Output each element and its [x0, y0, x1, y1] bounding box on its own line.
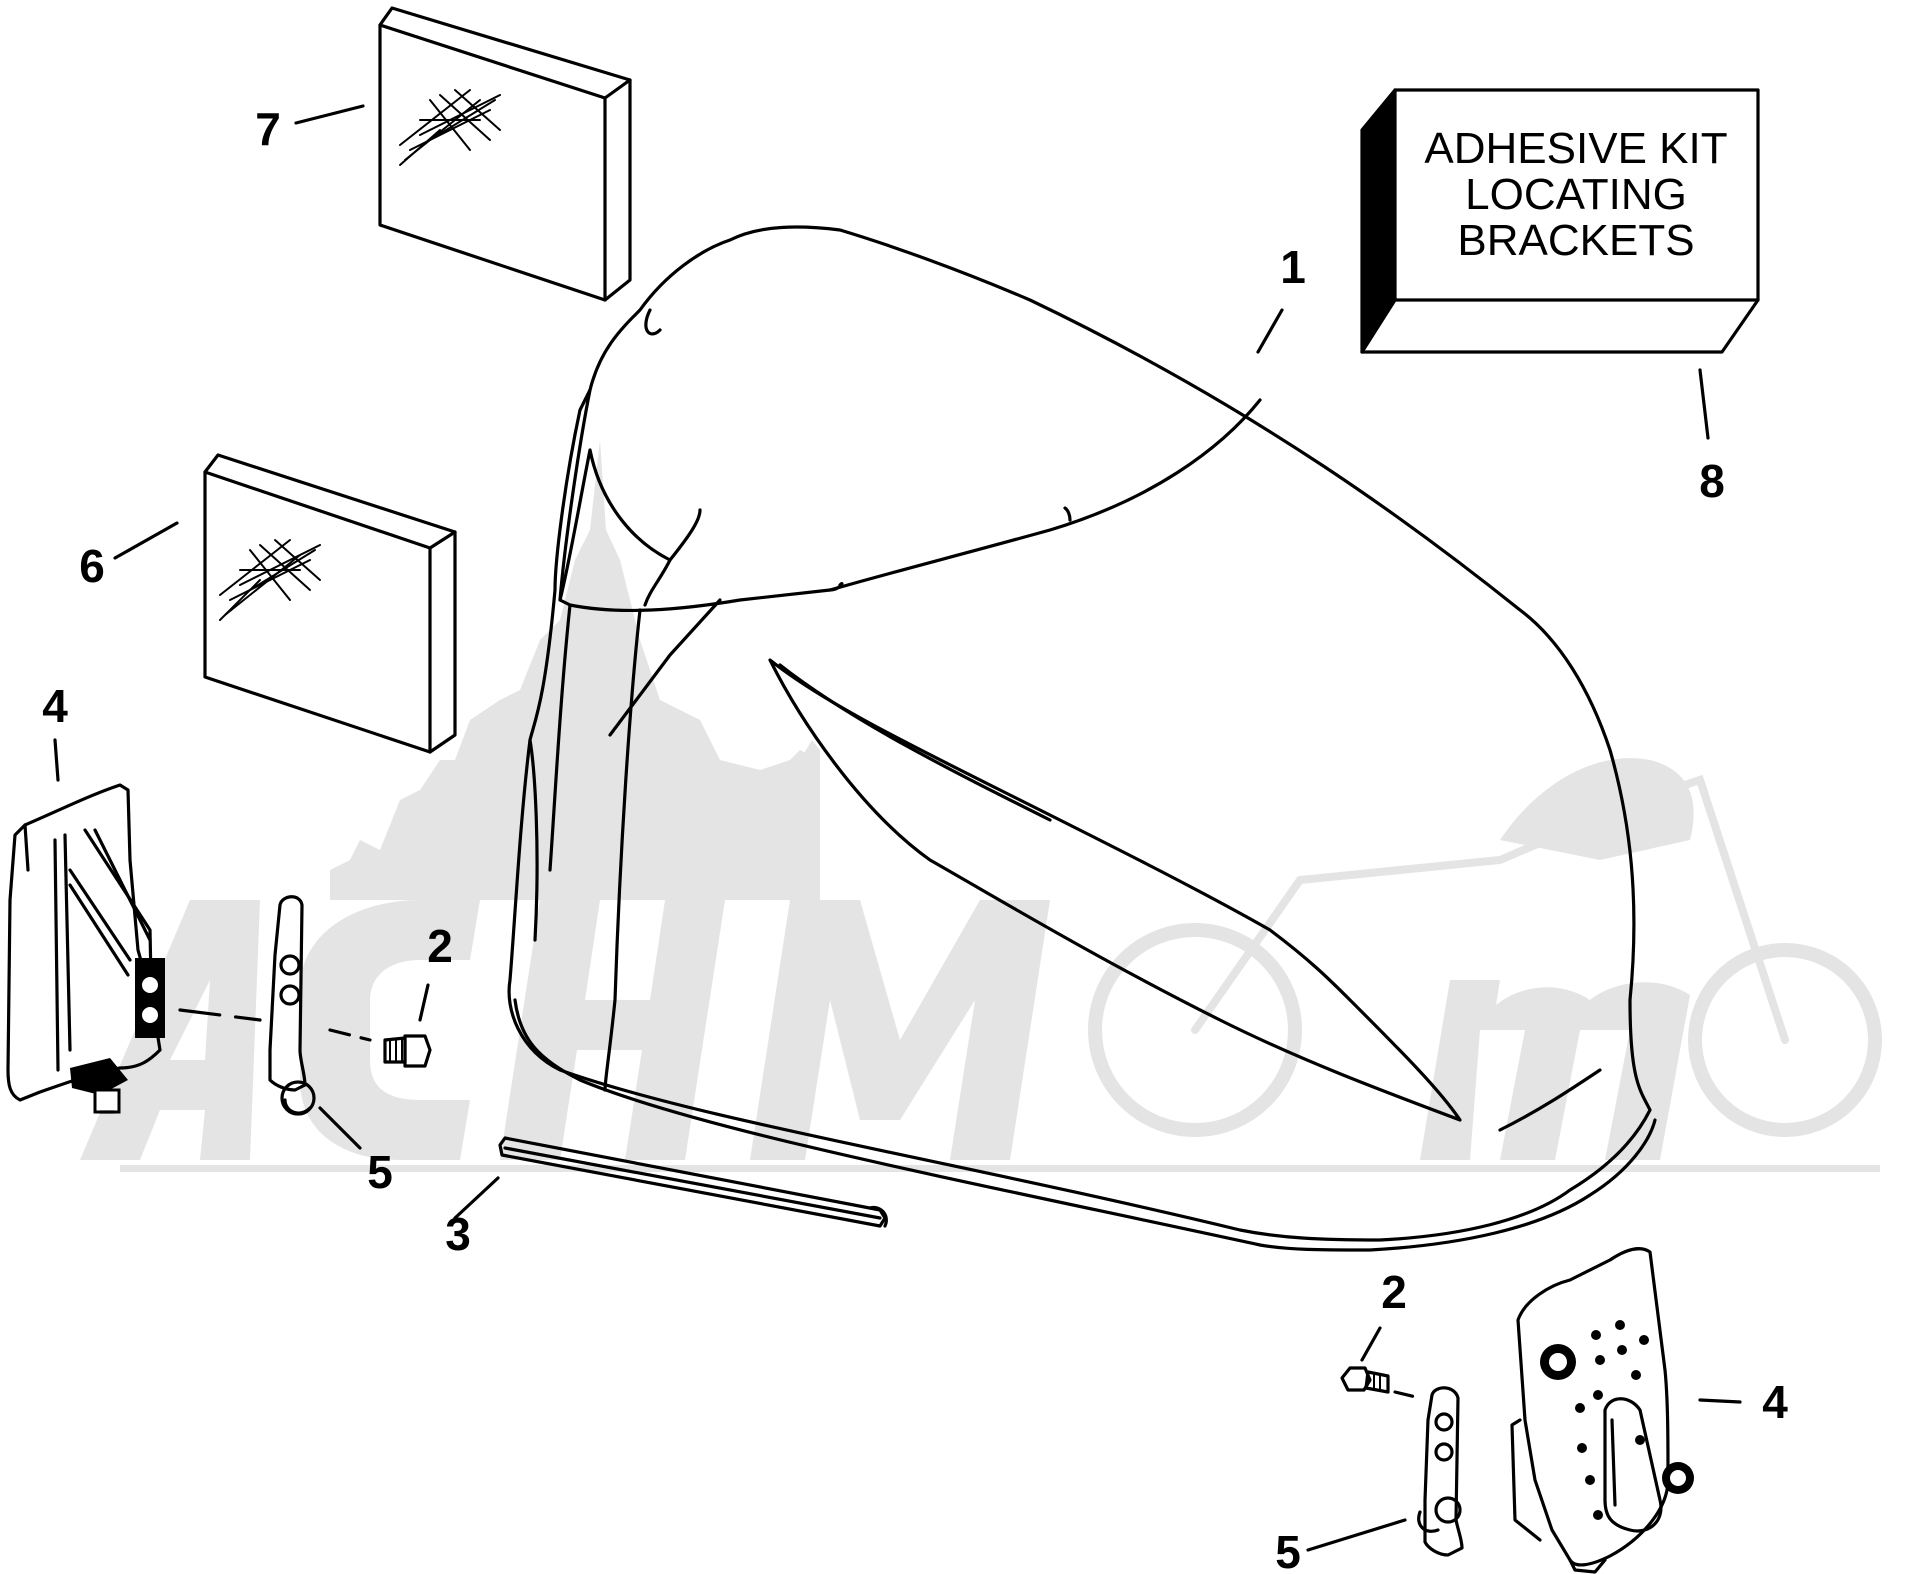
locating-plate-part-5-lower: [1417, 1386, 1464, 1557]
leader-7: [113, 521, 179, 560]
callout-4-right: 4: [1762, 1376, 1788, 1428]
callout-4-left: 4: [42, 680, 68, 732]
leader-3: [453, 1176, 500, 1220]
callout-7: 6: [79, 540, 105, 592]
leader-1: [1256, 308, 1284, 354]
callout-8: 8: [1699, 455, 1725, 507]
bracket-part-4-right: [1510, 1247, 1694, 1574]
bolt-part-2-upper: [383, 1034, 432, 1068]
callout-3: 3: [445, 1208, 471, 1260]
leader-5-lower: [1306, 1518, 1407, 1552]
locating-plate-part-5-upper: [268, 895, 316, 1116]
callout-6: 7: [255, 103, 281, 155]
leader-2-upper: [418, 983, 430, 1022]
leader-6: [294, 104, 365, 125]
bracket-part-4-left: [6, 783, 165, 1114]
pad-part-6: [378, 6, 632, 302]
kit-label-line2: LOCATING: [1465, 170, 1687, 219]
callout-2-lower: 2: [1381, 1266, 1407, 1318]
alignment-dash-lower: [1393, 1390, 1422, 1400]
callout-5-lower: 5: [1275, 1526, 1301, 1574]
cowling-part-1: [507, 225, 1657, 1252]
callout-1: 1: [1280, 241, 1306, 293]
leader-4-right: [1698, 1398, 1742, 1404]
callout-5-upper: 5: [367, 1146, 393, 1198]
kit-label-line1: ADHESIVE KIT: [1424, 124, 1727, 173]
alignment-dash-bolt: [328, 1028, 372, 1042]
leader-5-upper: [318, 1106, 362, 1150]
leader-8: [1698, 368, 1710, 440]
kit-label-line3: BRACKETS: [1457, 216, 1694, 265]
pad-part-7: [203, 453, 457, 754]
leader-2-lower: [1360, 1326, 1382, 1362]
leader-4-left: [53, 738, 60, 782]
bolt-part-2-lower: [1340, 1366, 1390, 1394]
callout-2-upper: 2: [427, 920, 453, 972]
seal-strip-part-3: [498, 1136, 888, 1228]
adhesive-kit-box-part-8: ADHESIVE KIT LOCATING BRACKETS: [1360, 88, 1760, 354]
alignment-dash-left: [178, 1008, 262, 1022]
